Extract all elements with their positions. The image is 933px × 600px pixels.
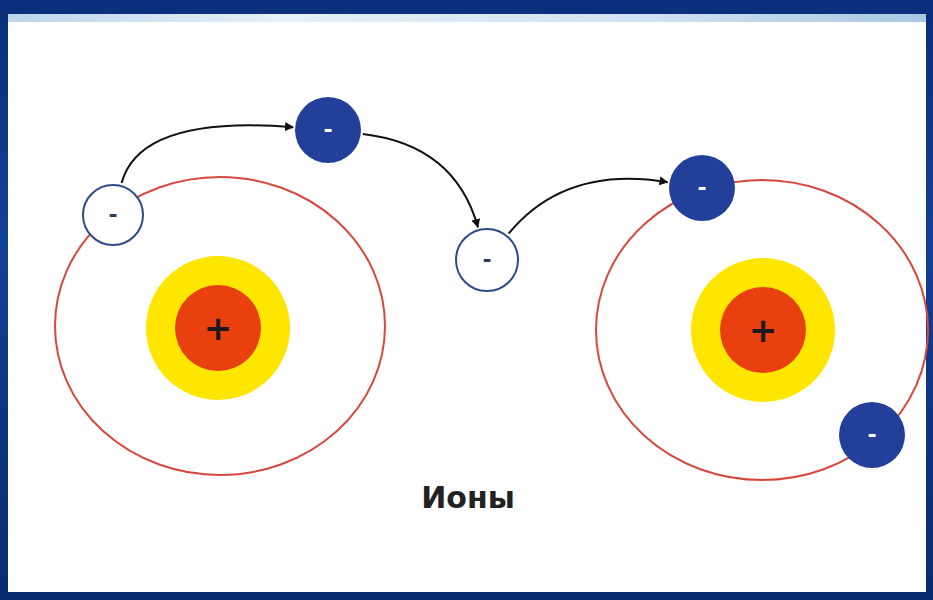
electron-hollow: - <box>455 228 519 292</box>
orbit <box>596 180 928 480</box>
electron-filled: - <box>669 155 735 221</box>
charge-sign: + <box>749 313 778 347</box>
electron-path-arrow <box>363 134 478 227</box>
orbit <box>55 177 385 475</box>
charge-sign: - <box>867 424 876 446</box>
electron-path-arrow <box>122 125 294 183</box>
nucleus-halo <box>691 258 835 402</box>
nucleus: + <box>175 285 261 371</box>
electron-filled: - <box>295 97 361 163</box>
charge-sign: + <box>204 311 233 345</box>
charge-sign: - <box>482 249 491 271</box>
electron-hollow: - <box>82 184 144 246</box>
charge-sign: - <box>697 177 706 199</box>
charge-sign: - <box>323 119 332 141</box>
charge-sign: - <box>108 204 117 226</box>
nucleus-halo <box>146 256 290 400</box>
electron-filled: - <box>839 402 905 468</box>
electron-path-arrow <box>509 179 668 234</box>
nucleus: + <box>720 287 806 373</box>
diagram-label: Ионы <box>421 480 515 515</box>
